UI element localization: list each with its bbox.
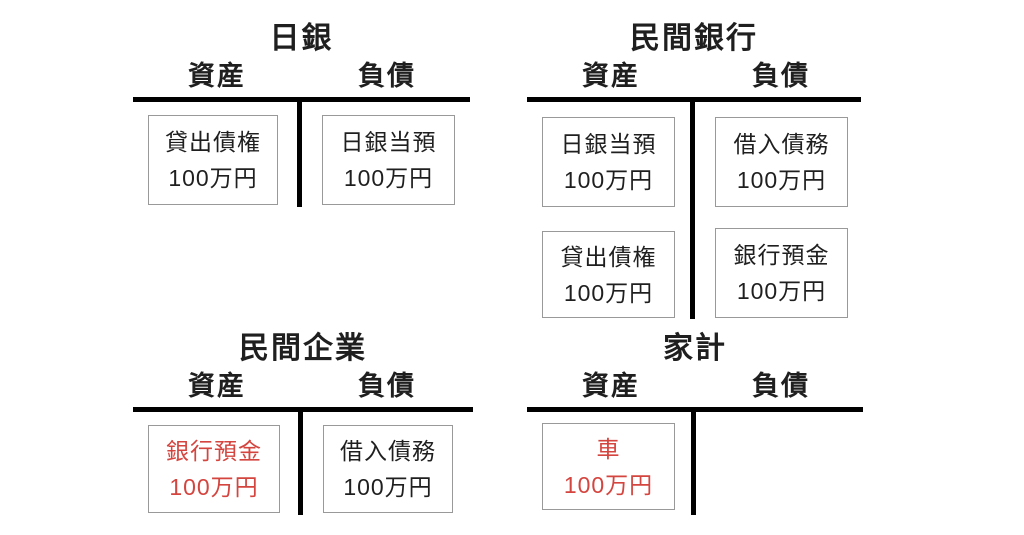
asset-item-box: 貸出債権 100万円 [542, 231, 675, 318]
t-horizontal-line [133, 407, 473, 412]
item-name: 借入債務 [733, 131, 830, 157]
account-title: 家計 [663, 332, 727, 365]
assets-label: 資産 [188, 371, 246, 401]
liability-item-box: 銀行預金 100万円 [715, 228, 848, 318]
account-title: 民間企業 [239, 332, 367, 365]
item-name: 借入債務 [340, 438, 436, 464]
liabilities-label: 負債 [358, 371, 416, 401]
item-amount: 100万円 [736, 167, 827, 193]
liabilities-label: 負債 [752, 371, 810, 401]
t-vertical-line [691, 407, 696, 515]
assets-label: 資産 [188, 61, 246, 91]
asset-item-box: 日銀当預 100万円 [542, 117, 675, 207]
asset-item-box-highlighted: 車 100万円 [542, 423, 675, 510]
asset-item-box-highlighted: 銀行預金 100万円 [148, 425, 280, 513]
liability-item-box: 借入債務 100万円 [323, 425, 453, 513]
asset-item-box: 貸出債権 100万円 [148, 115, 278, 205]
taccount-bank-of-japan: 日銀 資産 負債 貸出債権 100万円 日銀当預 100万円 [133, 20, 470, 220]
taccount-private-company: 民間企業 資産 負債 銀行預金 100万円 借入債務 100万円 [133, 330, 473, 525]
item-amount: 100万円 [563, 279, 654, 306]
item-name: 貸出債権 [560, 243, 657, 270]
liabilities-label: 負債 [752, 61, 810, 91]
item-amount: 100万円 [563, 167, 654, 193]
liability-item-box: 借入債務 100万円 [715, 117, 848, 207]
account-title: 日銀 [269, 22, 334, 55]
item-name: 貸出債権 [165, 129, 261, 155]
taccount-private-bank: 民間銀行 資産 負債 日銀当預 100万円 借入債務 100万円 貸出債権 10… [527, 20, 861, 325]
item-amount: 100万円 [168, 165, 258, 191]
liabilities-label: 負債 [358, 61, 416, 91]
item-name: 銀行預金 [733, 242, 830, 268]
item-amount: 100万円 [169, 474, 259, 500]
item-amount: 100万円 [343, 474, 433, 500]
assets-label: 資産 [582, 371, 640, 401]
taccount-household: 家計 資産 負債 車 100万円 [527, 330, 863, 525]
account-title: 民間銀行 [630, 22, 758, 55]
t-vertical-line [297, 97, 302, 207]
item-amount: 100万円 [343, 165, 434, 191]
t-vertical-line [298, 407, 303, 515]
item-amount: 100万円 [736, 278, 827, 304]
item-name: 車 [596, 435, 621, 462]
item-amount: 100万円 [563, 471, 654, 498]
assets-label: 資産 [582, 61, 640, 91]
item-name: 銀行預金 [166, 438, 262, 464]
t-vertical-line [690, 97, 695, 319]
item-name: 日銀当預 [340, 129, 437, 155]
liability-item-box: 日銀当預 100万円 [322, 115, 455, 205]
item-name: 日銀当預 [560, 131, 657, 157]
